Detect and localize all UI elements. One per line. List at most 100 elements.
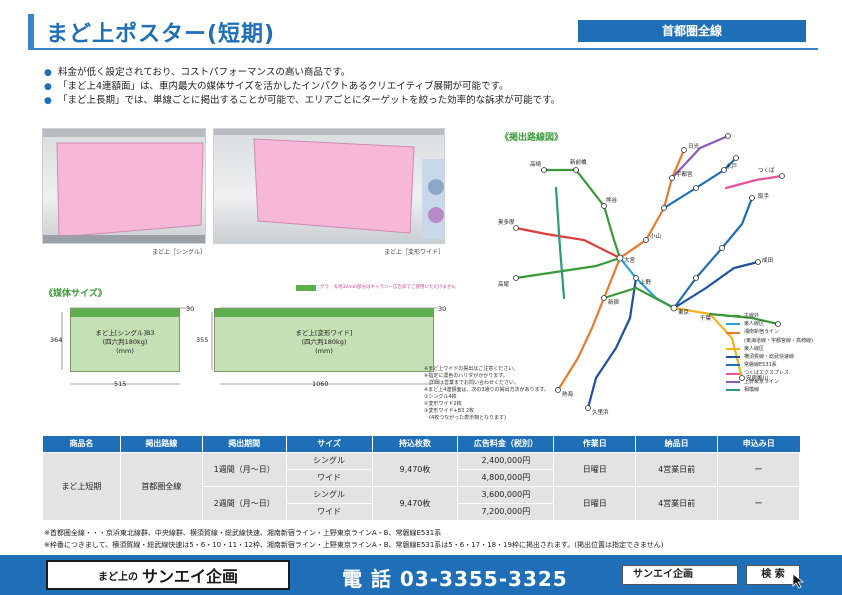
station-label: 成田 xyxy=(762,256,773,264)
col-apply: 申込み日 xyxy=(717,436,800,452)
wide-photo-caption: まど上［変形ワイド］ xyxy=(384,249,445,256)
legend-row: 上野東京ライン xyxy=(726,378,813,386)
cell-price: 7,200,000円 xyxy=(457,502,555,521)
cell-price: 3,600,000円 xyxy=(457,485,555,504)
station-label: 大宮 xyxy=(624,256,636,264)
cell-product: まど上短期 xyxy=(42,451,121,521)
table-row: ワイド 4,800,000円 xyxy=(43,468,800,487)
station-label: 高崎 xyxy=(530,160,542,168)
col-size: サイズ xyxy=(285,436,372,452)
col-price: 広告料金（税別） xyxy=(457,436,554,452)
cell-apply: ー xyxy=(717,451,800,487)
intro-bullets: 料金が低く設定されており、コストパフォーマンスの高い商品です。 「まど上4連額面… xyxy=(44,66,560,108)
station-label: 宇都宮 xyxy=(676,170,693,178)
footnote-line: ※枠番につきまして、横須賀線・総武線快速は5・6・10・11・12枠、湘南新宿ラ… xyxy=(44,541,664,549)
cell-price: 2,400,000円 xyxy=(457,451,555,470)
logo-name: サンエイ企画 xyxy=(141,567,238,586)
price-table: 商品名 掲出路線 掲出期間 サイズ 持込枚数 広告料金（税別） 作業日 納品日 … xyxy=(42,436,800,521)
station-label: 上野 xyxy=(640,278,652,286)
wide-size-unit: (mm) xyxy=(315,347,333,355)
footer-bar: まど上の サンエイ企画 電 話 03-3355-3325 サンエイ企画 検 索 xyxy=(0,555,842,595)
col-work-day: 作業日 xyxy=(553,436,636,452)
station-label: 安房鴨川 xyxy=(746,374,768,382)
single-poster-photo xyxy=(42,128,206,244)
footnote-line: ※首都圏全線・・・京浜東北線群、中央線群、横須賀線・総武線快速、湘南新宿ライン・… xyxy=(44,529,442,537)
legend-row: 横須賀線・総武快速線 xyxy=(726,353,813,361)
pointer-icon xyxy=(792,573,805,589)
search-button[interactable]: 検 索 xyxy=(746,565,800,585)
cell-size: シングル xyxy=(285,485,373,504)
cell-size: シングル xyxy=(285,451,373,470)
note-line: ※まど上ワイドの掲出はご注意ください。 xyxy=(424,366,519,372)
cell-period: 1週間（月〜日） xyxy=(201,451,287,487)
wide-size-paper: (四六判180kg) xyxy=(301,338,347,346)
single-size-strip xyxy=(71,309,179,317)
note-line: ※まど上4連額面は、次の3通りの掲出方法があります。 xyxy=(424,387,550,393)
wide-width: 1060 xyxy=(312,380,329,388)
phone-number: 電 話 03-3355-3325 xyxy=(342,567,568,591)
legend-row: 常磐線E531系 xyxy=(726,361,813,369)
legend-row: (東海道線・宇都宮線・高崎線) xyxy=(744,337,813,344)
station-label: 東京 xyxy=(678,308,690,316)
station-label: 熱海 xyxy=(562,390,574,398)
legend-row: 湘南新宿ライン xyxy=(726,328,813,336)
route-badge: 首都圏全線 xyxy=(578,20,806,42)
page-title: まど上ポスター(短期) xyxy=(46,22,276,47)
station-label: 新宿 xyxy=(608,298,620,306)
note-line: ②変形ワイド2枚 xyxy=(424,401,462,407)
wide-strip-height: 30 xyxy=(438,305,447,313)
station-label: 熊谷 xyxy=(606,196,618,204)
company-logo: まど上の サンエイ企画 xyxy=(46,560,290,590)
legend-swatch xyxy=(296,285,316,291)
wide-size-label: まど上[変形ワイド] xyxy=(295,329,353,337)
cell-size: ワイド xyxy=(285,502,373,521)
single-photo-caption: まど上［シングル］ xyxy=(152,249,207,256)
table-row: まど上短期 首都圏全線 1週間（月〜日） シングル 9,470枚 2,400,0… xyxy=(42,451,800,521)
bullet-item: 料金が低く設定されており、コストパフォーマンスの高い商品です。 xyxy=(44,66,560,80)
wide-height: 355 xyxy=(196,336,209,344)
col-delivery: 納品日 xyxy=(635,436,718,452)
single-height: 364 xyxy=(50,336,63,344)
footnotes: ※首都圏全線・・・京浜東北線群、中央線群、横須賀線・総武線快速、湘南新宿ライン・… xyxy=(44,527,664,551)
legend-row: つくばエクスプレス xyxy=(726,369,813,377)
legend-row: 東人線区 xyxy=(726,320,813,328)
cell-apply: ー xyxy=(717,485,800,521)
wide-size-strip xyxy=(215,309,433,317)
table-row: 2週間（月〜日） シングル 9,470枚 3,600,000円 日曜日 4営業日… xyxy=(43,485,800,521)
single-size-label: まど上[シングル]B3 xyxy=(95,329,155,337)
col-product: 商品名 xyxy=(42,436,121,452)
station-label: 日光 xyxy=(688,142,700,150)
cell-work-day: 日曜日 xyxy=(553,485,637,521)
legend-row: 東人線区 xyxy=(726,345,813,353)
title-accent xyxy=(28,14,34,48)
media-size-heading: 《媒体サイズ》 xyxy=(44,289,107,299)
note-line: ③変形ワイド+B3 2枚 xyxy=(424,408,475,414)
station-label: 新前橋 xyxy=(570,158,587,166)
title-divider xyxy=(28,48,818,50)
wide-poster-photo xyxy=(213,128,445,244)
col-period: 掲出期間 xyxy=(201,436,287,452)
size-notes: ※まど上ワイドの掲出はご注意ください。 ※指定に濃色のハリダがかかります。 詳細… xyxy=(424,366,549,422)
note-line: ※指定に濃色のハリダがかかります。 xyxy=(424,373,508,379)
station-label: 水戸 xyxy=(726,162,738,170)
station-label: つくば xyxy=(758,166,775,174)
cell-period: 2週間（月〜日） xyxy=(201,485,287,521)
station-label: 奥多摩 xyxy=(498,218,515,226)
table-row: ワイド 7,200,000円 xyxy=(43,502,800,521)
col-route: 掲出路線 xyxy=(119,436,203,452)
route-map-heading: 《掲出路線図》 xyxy=(500,133,564,143)
table-header-row: 商品名 掲出路線 掲出期間 サイズ 持込枚数 広告料金（税別） 作業日 納品日 … xyxy=(42,436,800,452)
note-line: ①シングル4枚 xyxy=(424,394,457,400)
station-label: 千葉 xyxy=(700,314,712,322)
single-strip-height: 30 xyxy=(186,305,195,313)
cell-price: 4,800,000円 xyxy=(457,468,555,487)
station-label: 小山 xyxy=(650,232,661,240)
search-input[interactable]: サンエイ企画 xyxy=(622,565,738,585)
cell-work-day: 日曜日 xyxy=(553,451,637,487)
cell-delivery: 4営業日前 xyxy=(635,485,719,521)
legend-row: 主線外 xyxy=(726,312,813,320)
logo-prefix: まど上の xyxy=(97,571,138,583)
legend-note: グラ 天地32mm部分はキャラバー広告枠でご使用いただけません xyxy=(320,285,456,290)
note-line: (4枚つながった表示物となります) xyxy=(424,415,506,421)
single-size-unit: (mm) xyxy=(116,347,134,355)
